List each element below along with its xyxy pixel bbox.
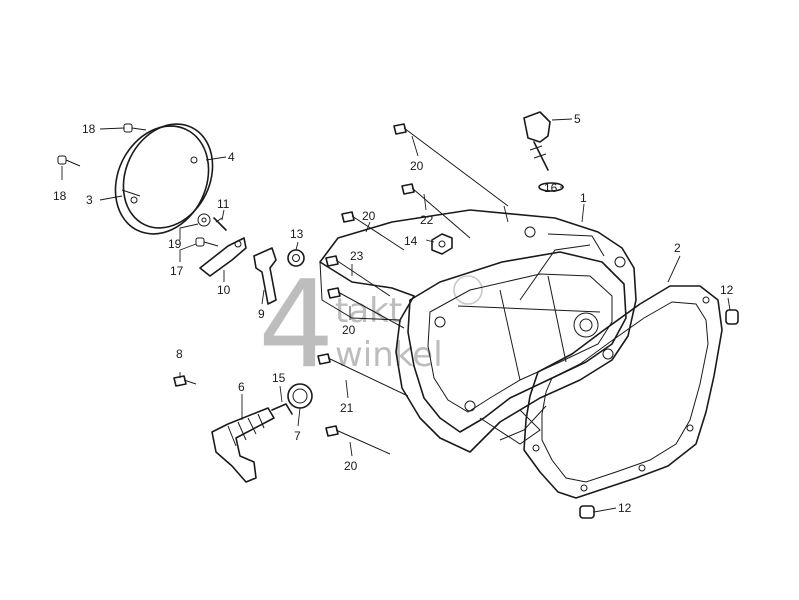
callout-4: 4 xyxy=(228,150,235,164)
callout-10: 10 xyxy=(217,283,231,297)
callout-3: 3 xyxy=(86,193,93,207)
callout-20-top: 20 xyxy=(410,159,424,173)
bolt-20-b xyxy=(341,211,405,251)
bolt-22 xyxy=(401,183,471,239)
gasket xyxy=(523,285,723,499)
washer-19 xyxy=(197,213,211,227)
clutch-band xyxy=(114,123,214,235)
callout-6: 6 xyxy=(238,380,245,394)
bracket-9 xyxy=(253,247,277,305)
callout-1: 1 xyxy=(580,191,587,205)
watermark-wheel xyxy=(453,275,483,305)
callout-5: 5 xyxy=(574,112,581,126)
callout-2: 2 xyxy=(674,241,681,255)
dipstick-5 xyxy=(523,111,551,171)
leader-lines xyxy=(61,118,731,513)
pin-11 xyxy=(213,217,227,231)
callout-12-bottom: 12 xyxy=(618,501,632,515)
screw-18-top xyxy=(123,123,147,133)
callout-20-low: 20 xyxy=(342,323,356,337)
crankcase-cover xyxy=(319,209,637,453)
clip-15 xyxy=(271,403,293,415)
callout-13: 13 xyxy=(290,227,304,241)
callout-labels: 2 1 3 4 5 6 7 8 9 10 11 12 12 13 14 15 1… xyxy=(53,112,734,515)
callout-19: 19 xyxy=(168,237,182,251)
callout-9: 9 xyxy=(258,307,265,321)
callout-12-right: 12 xyxy=(720,283,734,297)
callout-7: 7 xyxy=(294,429,301,443)
callout-20-mid: 20 xyxy=(362,209,376,223)
kick-shaft-6 xyxy=(211,407,275,483)
watermark: 4 takt winkel xyxy=(258,256,483,395)
callout-22: 22 xyxy=(420,213,434,227)
nut-14 xyxy=(431,233,453,255)
bolt-17 xyxy=(195,237,219,247)
callout-15: 15 xyxy=(272,371,286,385)
bolt-23 xyxy=(325,255,391,297)
watermark-digit: 4 xyxy=(258,256,334,395)
callout-16: 16 xyxy=(544,181,558,195)
callout-8: 8 xyxy=(176,347,183,361)
callout-14: 14 xyxy=(404,234,418,248)
bolt-20-c xyxy=(327,287,405,329)
bolt-21 xyxy=(317,353,409,397)
bolt-20-d xyxy=(325,425,391,455)
screw-18-left xyxy=(57,155,81,167)
bolt-8 xyxy=(173,375,197,387)
callout-18-top: 18 xyxy=(82,122,96,136)
callout-17: 17 xyxy=(170,264,184,278)
callout-18-left: 18 xyxy=(53,189,67,203)
watermark-line2: winkel xyxy=(335,335,443,375)
arm-10 xyxy=(199,237,247,277)
watermark-line1: takt xyxy=(335,291,402,331)
callout-20-bottom: 20 xyxy=(344,459,358,473)
callout-11: 11 xyxy=(217,197,230,211)
callout-21: 21 xyxy=(340,401,354,415)
bushing-12-bottom xyxy=(579,505,595,519)
bushing-12-right xyxy=(725,309,739,325)
bolt-20-top xyxy=(393,123,509,207)
callout-23: 23 xyxy=(350,249,364,263)
